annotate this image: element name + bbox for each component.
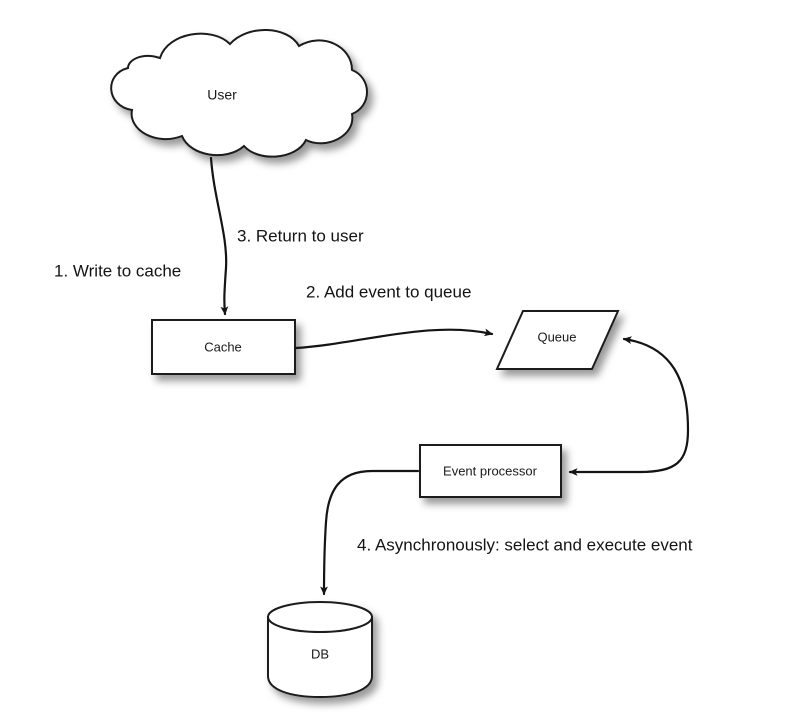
cache-label: Cache [204,339,242,354]
edge-label-return-to-user: 3. Return to user [237,226,364,245]
edge-user-to-cache[interactable] [209,156,229,316]
user-cloud-shape [110,29,368,158]
user-label: User [207,87,237,103]
node-queue[interactable]: Queue [495,310,620,370]
db-cylinder-top [267,601,373,633]
edge-label-write-to-cache: 1. Write to cache [54,261,181,280]
node-cache[interactable]: Cache [151,319,296,375]
node-user[interactable]: User [110,29,368,158]
db-cylinder-body [267,616,373,699]
cache-rect-shape [151,319,296,375]
node-db[interactable]: DB [267,601,373,699]
node-event-processor[interactable]: Event processor [419,444,562,498]
edge-cache-to-queue[interactable] [294,328,494,350]
edge-label-add-event-to-queue: 2. Add event to queue [306,282,471,301]
edge-label-asynchronously-select-and-execute-event: 4. Asynchronously: select and execute ev… [357,535,693,554]
edge-queue-event-processor-loop[interactable] [568,336,690,476]
db-label: DB [311,646,329,661]
queue-label: Queue [537,329,576,344]
edge-event-processor-to-db[interactable] [320,469,420,596]
event-processor-label: Event processor [443,463,538,478]
event-processor-rect-shape [419,444,562,498]
